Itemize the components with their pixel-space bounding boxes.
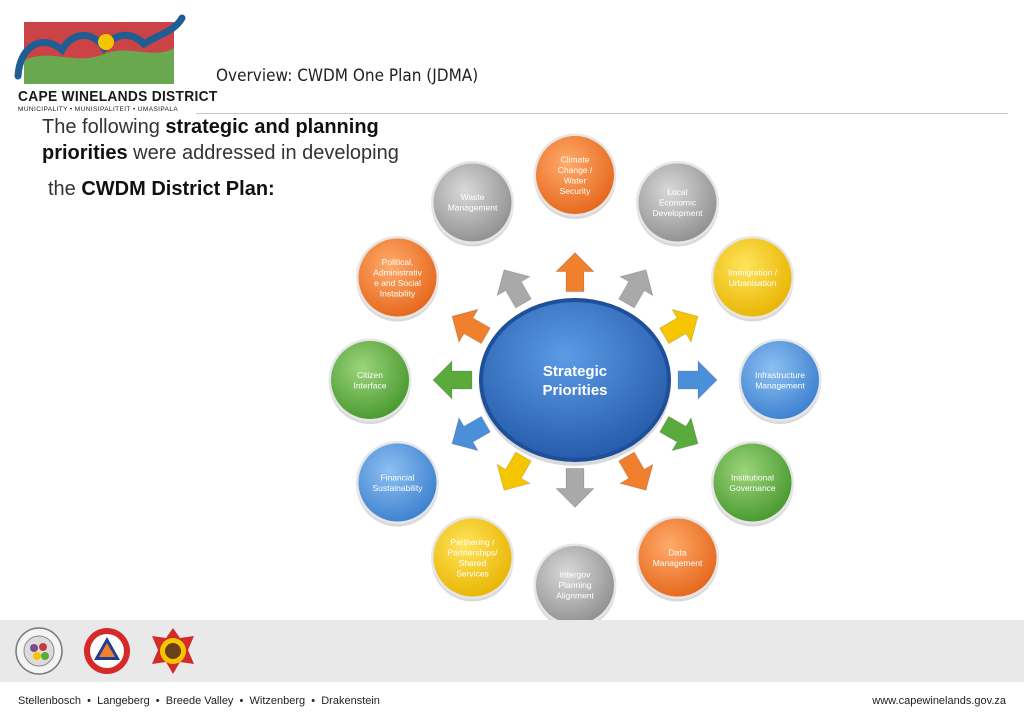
priority-label-line: Urbanisation bbox=[729, 278, 777, 288]
priority-label-line: Administrativ bbox=[373, 267, 422, 277]
fire-services-icon bbox=[152, 628, 194, 674]
priority-label-line: e and Social bbox=[374, 278, 421, 288]
cape-winelands-seal-icon bbox=[15, 627, 63, 675]
priority-label-line: Waste bbox=[461, 192, 485, 202]
priority-arrow bbox=[618, 451, 654, 491]
priority-label-line: Financial bbox=[380, 472, 414, 482]
priority-label-line: Economic bbox=[659, 198, 697, 208]
footer-municipality-name: Breede Valley bbox=[165, 695, 234, 707]
priority-node: Immigration /Urbanisation bbox=[711, 236, 794, 322]
priority-arrow bbox=[496, 451, 532, 491]
priority-label-line: Immigration / bbox=[728, 267, 778, 277]
priority-label-line: Partnering / bbox=[451, 537, 496, 547]
header-divider bbox=[196, 113, 1008, 114]
priority-label-line: Planning bbox=[558, 580, 591, 590]
cape-winelands-logo bbox=[14, 14, 186, 84]
priority-label-line: Management bbox=[448, 203, 498, 213]
priority-label-line: Climate bbox=[561, 154, 590, 164]
priority-label-line: Governance bbox=[729, 483, 776, 493]
priority-label-line: Change / bbox=[558, 165, 593, 175]
center-label-line: Priorities bbox=[542, 382, 607, 399]
bullet-separator: • bbox=[305, 695, 322, 707]
priority-label-line: Institutional bbox=[731, 472, 774, 482]
intro-line-3: the CWDM District Plan: bbox=[48, 178, 275, 200]
footer-municipality-name: Langeberg bbox=[97, 695, 150, 707]
priority-label-line: Instability bbox=[380, 288, 416, 298]
priority-label-line: Political, bbox=[382, 257, 414, 267]
priority-label-line: Security bbox=[560, 186, 591, 196]
page-title: Overview: CWDM One Plan (JDMA) bbox=[216, 66, 479, 86]
priority-label-line: Alignment bbox=[556, 591, 594, 601]
priority-label-line: Intergov bbox=[560, 570, 591, 580]
priority-arrow bbox=[432, 359, 473, 401]
priority-label-line: Data bbox=[669, 547, 687, 557]
footer-municipality-name: Stellenbosch bbox=[18, 695, 81, 707]
priority-label-line: Development bbox=[652, 208, 703, 218]
priority-arrow bbox=[554, 251, 596, 293]
priority-label-line: Services bbox=[456, 568, 489, 578]
priority-arrow bbox=[677, 359, 718, 401]
footer-municipality-name: Witzenberg bbox=[249, 695, 306, 707]
priority-arrow bbox=[496, 269, 532, 309]
priority-label-line: Interface bbox=[353, 380, 386, 390]
priority-arrow bbox=[554, 467, 596, 509]
logo-title: CAPE WINELANDS DISTRICT bbox=[18, 88, 218, 105]
priority-arrow bbox=[451, 308, 491, 345]
priority-label-line: Water bbox=[564, 175, 587, 185]
intro-line-2: priorities were addressed in developing bbox=[42, 142, 399, 164]
footer-municipality-name: Drakenstein bbox=[321, 695, 380, 707]
intro-line-1: The following strategic and planning bbox=[42, 116, 379, 138]
priority-label-line: Sustainability bbox=[372, 483, 423, 493]
priority-arrow bbox=[659, 415, 699, 452]
priority-label-line: Citizen bbox=[357, 370, 383, 380]
disaster-management-icon bbox=[84, 628, 130, 674]
priority-label-line: Management bbox=[653, 558, 703, 568]
priority-label-line: Management bbox=[755, 380, 805, 390]
priority-label-line: Shared bbox=[459, 558, 487, 568]
bullet-separator: • bbox=[81, 695, 98, 707]
logo-tagline: MUNICIPALITY • MUNISIPALITEIT • UMASIPAL… bbox=[18, 106, 179, 113]
priority-label-line: Local bbox=[667, 187, 687, 197]
priority-label-line: Partnerships/ bbox=[447, 547, 498, 557]
bullet-separator: • bbox=[149, 695, 166, 707]
priority-arrow bbox=[618, 269, 654, 309]
footer-website-link[interactable]: www.capewinelands.gov.za bbox=[872, 695, 1006, 707]
bullet-separator: • bbox=[233, 695, 250, 707]
center-label-line: Strategic bbox=[543, 363, 607, 380]
priority-arrow bbox=[451, 415, 491, 452]
priority-label-line: Infrastructure bbox=[755, 370, 805, 380]
priority-arrow bbox=[659, 308, 699, 345]
footer-municipalities: Stellenbosch • Langeberg • Breede Valley… bbox=[18, 695, 380, 707]
